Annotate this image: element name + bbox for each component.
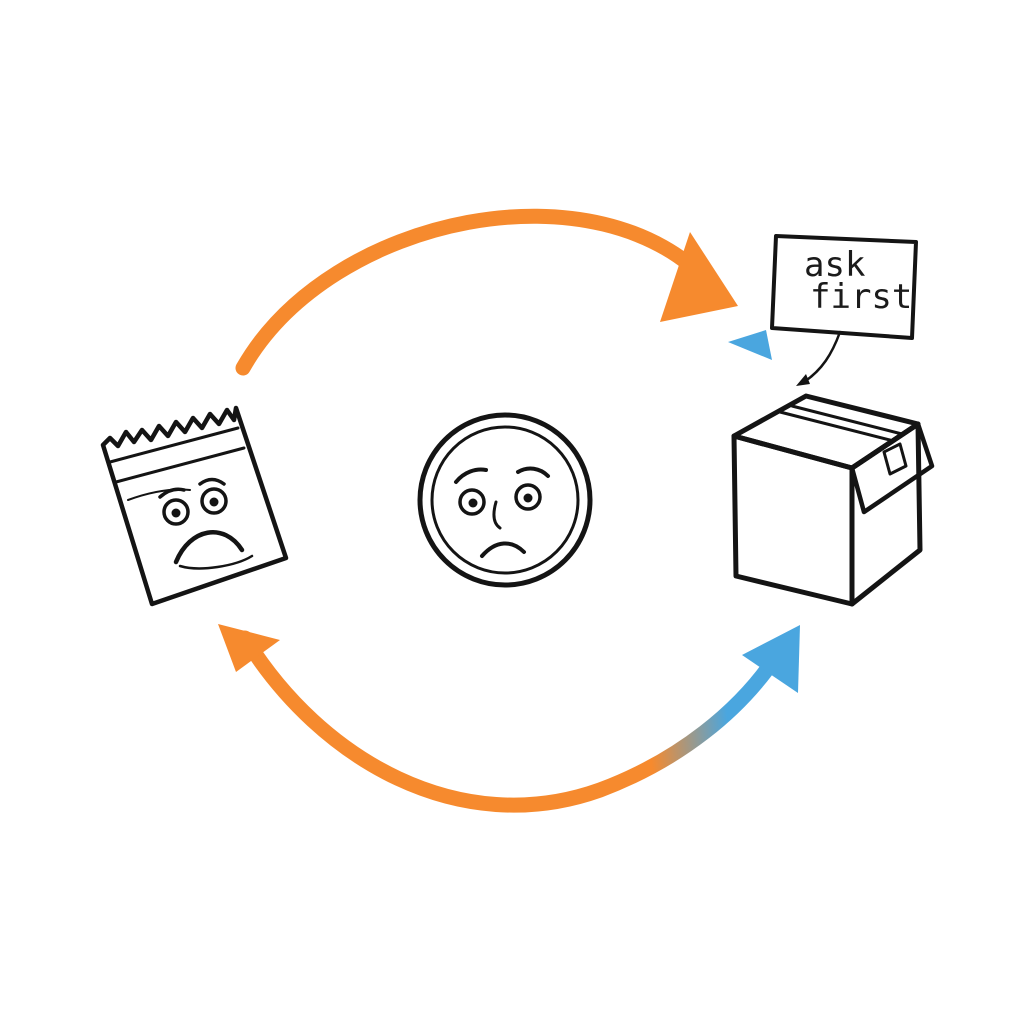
bottom-arrow — [218, 624, 800, 813]
note-pointer-arrow — [796, 330, 842, 386]
worried-coin-face-icon — [417, 412, 593, 588]
top-arrow-head — [660, 232, 738, 322]
worried-snack-bag-icon — [100, 405, 289, 607]
ask-first-note: ask first — [770, 234, 918, 340]
top-arrow-shaft — [235, 208, 720, 376]
bottom-arrow-shaft — [237, 630, 783, 813]
bottom-arrow-tail-head — [218, 624, 280, 672]
cardboard-box-icon — [731, 393, 935, 607]
note-line-first: first — [810, 277, 912, 317]
note-line-ask: ask — [804, 245, 865, 285]
blue-pointer-triangle — [728, 330, 772, 360]
top-arrow — [235, 208, 772, 376]
bottom-arrow-head — [742, 625, 800, 693]
